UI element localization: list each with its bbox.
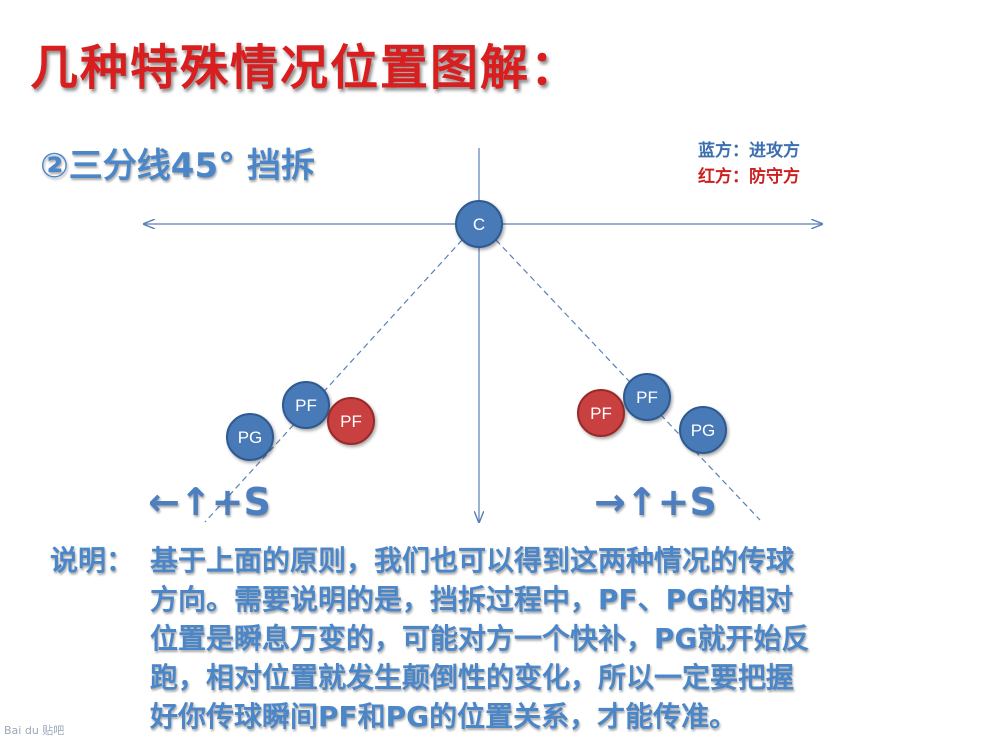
explanation-line-3: 位置是瞬息万变的，可能对方一个快补，PG就开始反 <box>150 622 810 655</box>
legend-blue: 蓝方：进攻方 <box>698 141 800 161</box>
direction-left: ←↑+S <box>148 480 271 524</box>
explanation-line-2: 方向。需要说明的是，挡拆过程中，PF、PG的相对 <box>150 583 794 616</box>
page-title: 几种特殊情况位置图解： <box>30 40 581 96</box>
svg-text:C: C <box>473 215 485 234</box>
node-left-pg: PG <box>226 413 274 461</box>
explanation-label: 说明： <box>50 544 135 577</box>
explanation-line-5: 好你传球瞬间PF和PG的位置关系，才能传准。 <box>150 700 738 733</box>
watermark: Bai du 贴吧 <box>4 724 65 737</box>
svg-text:PG: PG <box>238 428 263 447</box>
svg-text:PF: PF <box>295 396 317 415</box>
node-left-pf-red: PF <box>327 397 375 445</box>
dashed-line-left <box>204 239 463 523</box>
direction-right: →↑+S <box>594 480 717 524</box>
explanation: 说明： 基于上面的原则，我们也可以得到这两种情况的传球 方向。需要说明的是，挡拆… <box>50 541 950 736</box>
node-c: C <box>455 200 503 248</box>
diagram-subtitle: ②三分线45° 挡拆 <box>40 146 315 186</box>
dashed-line-right <box>495 239 761 521</box>
svg-text:PF: PF <box>636 388 658 407</box>
node-right-pg: PG <box>679 406 727 454</box>
svg-text:PF: PF <box>590 404 612 423</box>
node-left-pf-blue: PF <box>282 381 330 429</box>
node-right-pf-red: PF <box>577 389 625 437</box>
svg-text:PG: PG <box>691 421 716 440</box>
legend-red: 红方：防守方 <box>698 167 800 187</box>
svg-text:PF: PF <box>340 412 362 431</box>
explanation-line-4: 跑，相对位置就发生颠倒性的变化，所以一定要把握 <box>150 661 795 694</box>
node-right-pf-blue: PF <box>623 373 671 421</box>
legend: 蓝方：进攻方 红方：防守方 <box>698 138 800 190</box>
explanation-line-1: 基于上面的原则，我们也可以得到这两种情况的传球 <box>150 544 795 577</box>
